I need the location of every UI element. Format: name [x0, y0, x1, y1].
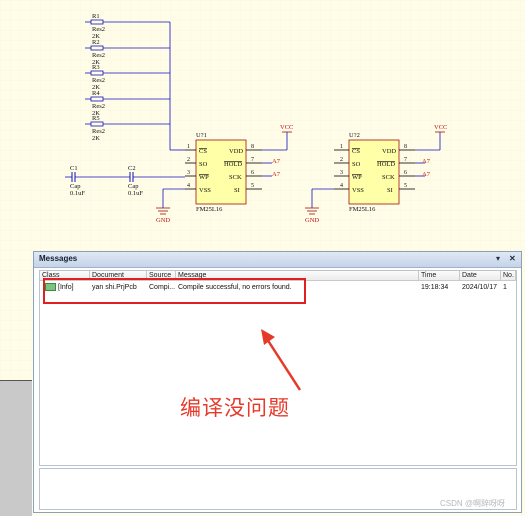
column-header-date[interactable]: Date	[460, 271, 501, 281]
u1-pin-wp: WP	[199, 174, 209, 181]
chevron-down-icon[interactable]: ▾	[496, 254, 501, 263]
resistor-group: R1 Res2 2K R2 Res2 2K R3 Res2 2K R4 Res2…	[85, 13, 185, 151]
r5-value: 2K	[92, 135, 100, 142]
info-icon	[45, 283, 56, 292]
u1-pin7-num: 7	[251, 157, 254, 163]
u1-pin-si: SI	[234, 187, 240, 194]
u2-pin-si: SI	[387, 187, 393, 194]
column-header-no[interactable]: No.	[501, 271, 516, 281]
chip-u2-part: FM25L16	[349, 206, 376, 213]
r1-value: 2K	[92, 33, 100, 40]
r3-ref: R3	[92, 64, 100, 71]
chip-u1: U?1 FM25L16 1 2 3 4 CS SO WP VSS 8 7 6 5…	[156, 124, 293, 224]
r2-ref: R2	[92, 39, 100, 46]
column-header-document[interactable]: Document	[90, 271, 147, 281]
u2-pin8-num: 8	[404, 144, 407, 150]
side-panel-strip	[0, 380, 32, 516]
u1-pin2-num: 2	[187, 157, 190, 163]
row-date-cell: 2024/10/17	[462, 284, 498, 291]
column-header-message[interactable]: Message	[176, 271, 419, 281]
u1-pin5-num: 5	[251, 183, 254, 189]
chip-u1-part: FM25L16	[196, 206, 223, 213]
u2-pin-cs: CS	[352, 148, 360, 155]
c1-value: 0.1uF	[70, 190, 85, 197]
u2-pin5-num: 5	[404, 183, 407, 189]
r2-value: 2K	[92, 59, 100, 66]
u1-vcc-label: VCC	[280, 124, 293, 131]
row-document-cell: yan shi.PrjPcb	[92, 284, 137, 291]
messages-panel: Messages ▾ ✕ Class Document Source Messa…	[33, 251, 522, 513]
u2-pin4-num: 4	[340, 183, 343, 189]
u2-pin2-num: 2	[340, 157, 343, 163]
u2-pin-wp: WP	[352, 174, 362, 181]
r2-type: Res2	[92, 52, 105, 59]
chip-u2: U?2 FM25L16 1 2 3 4 CS SO WP VSS 8 7 6 5…	[305, 124, 447, 224]
row-no-cell: 1	[503, 284, 507, 291]
annotation-text: 编译没问题	[180, 396, 290, 420]
r5-ref: R5	[92, 115, 100, 122]
r1-ref: R1	[92, 13, 100, 20]
row-source-cell: Compi...	[149, 284, 176, 291]
u1-pin1-num: 1	[187, 144, 190, 150]
c1-type: Cap	[70, 183, 80, 190]
u1-a7-label-2: A7	[272, 171, 281, 178]
r4-value: 2K	[92, 110, 100, 117]
messages-title-bar[interactable]: Messages ▾ ✕	[34, 252, 521, 268]
row-class-text: [Info]	[58, 284, 74, 291]
u2-pin7-num: 7	[404, 157, 407, 163]
capacitor-group: C1 Cap 0.1uF C2 Cap 0.1uF	[65, 165, 185, 197]
r4-ref: R4	[92, 90, 100, 97]
r1-type: Res2	[92, 26, 105, 33]
messages-title: Messages	[39, 254, 78, 263]
column-header-class[interactable]: Class	[40, 271, 90, 281]
u2-pin-so: SO	[352, 161, 361, 168]
watermark: CSDN @啊辞呀呀	[440, 499, 506, 508]
message-details-area	[39, 468, 517, 510]
r3-type: Res2	[92, 77, 105, 84]
c1-ref: C1	[70, 165, 78, 172]
u1-pin8-num: 8	[251, 144, 254, 150]
chip-u1-ref: U?1	[196, 132, 207, 139]
u1-pin3-num: 3	[187, 170, 190, 176]
u1-pin4-num: 4	[187, 183, 190, 189]
column-header-time[interactable]: Time	[419, 271, 460, 281]
c2-type: Cap	[128, 183, 138, 190]
u2-pin-vdd: VDD	[382, 148, 396, 155]
u2-a7-label-2: A7	[422, 171, 431, 178]
u2-pin1-num: 1	[340, 144, 343, 150]
u2-a7-label-1: A7	[422, 158, 431, 165]
u1-a7-label-1: A7	[272, 158, 281, 165]
u2-gnd-label: GND	[305, 217, 319, 224]
close-icon[interactable]: ✕	[509, 254, 516, 263]
u2-pin3-num: 3	[340, 170, 343, 176]
u1-pin-vss: VSS	[199, 187, 211, 194]
u1-pin-vdd: VDD	[229, 148, 243, 155]
chip-u2-ref: U?2	[349, 132, 360, 139]
r4-type: Res2	[92, 103, 105, 110]
row-message-cell: Compile successful, no errors found.	[178, 284, 292, 291]
u1-pin-cs: CS	[199, 148, 207, 155]
u1-pin-so: SO	[199, 161, 208, 168]
highlight-box	[43, 278, 306, 304]
u2-pin6-num: 6	[404, 170, 407, 176]
row-class-cell: [Info]	[43, 282, 90, 293]
row-time-cell: 19:18:34	[421, 284, 449, 291]
r5-type: Res2	[92, 128, 105, 135]
c2-value: 0.1uF	[128, 190, 143, 197]
u1-pin-sck: SCK	[229, 174, 242, 181]
u1-gnd-label: GND	[156, 217, 170, 224]
u1-pin6-num: 6	[251, 170, 254, 176]
u2-pin-sck: SCK	[382, 174, 395, 181]
u2-vcc-label: VCC	[434, 124, 447, 131]
c2-ref: C2	[128, 165, 136, 172]
column-header-source[interactable]: Source	[147, 271, 176, 281]
u2-pin-hold: HOLD	[377, 161, 395, 168]
u1-pin-hold: HOLD	[224, 161, 242, 168]
u2-pin-vss: VSS	[352, 187, 364, 194]
r3-value: 2K	[92, 84, 100, 91]
annotation-arrow	[261, 329, 302, 391]
